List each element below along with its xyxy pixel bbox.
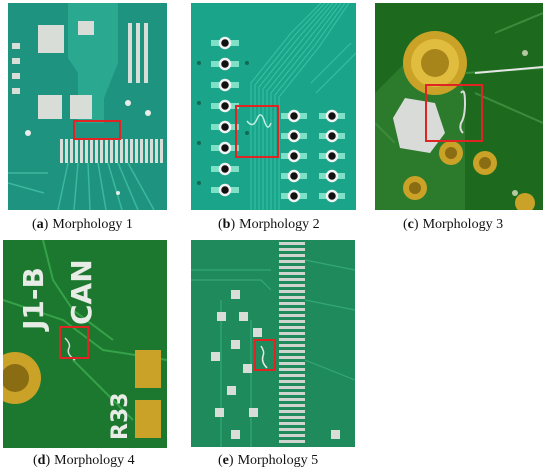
caption-d: (d)Morphology 4: [33, 453, 135, 468]
silkscreen-j1: J1-B: [17, 267, 50, 332]
silkscreen-can: CAN: [65, 259, 98, 325]
panel-c-image: [375, 3, 543, 210]
caption-b: (b)Morphology 2: [218, 217, 320, 232]
panel-b-image: [191, 3, 356, 210]
panel-a-image: [8, 3, 167, 210]
panel-d-image: J1-B CAN R33: [3, 240, 167, 448]
panel-e-image: [191, 240, 355, 447]
silkscreen-r33: R33: [108, 392, 133, 440]
caption-c: (c)Morphology 3: [403, 217, 504, 232]
caption-a: (a)Morphology 1: [32, 217, 133, 232]
caption-e: (e)Morphology 5: [218, 453, 319, 468]
